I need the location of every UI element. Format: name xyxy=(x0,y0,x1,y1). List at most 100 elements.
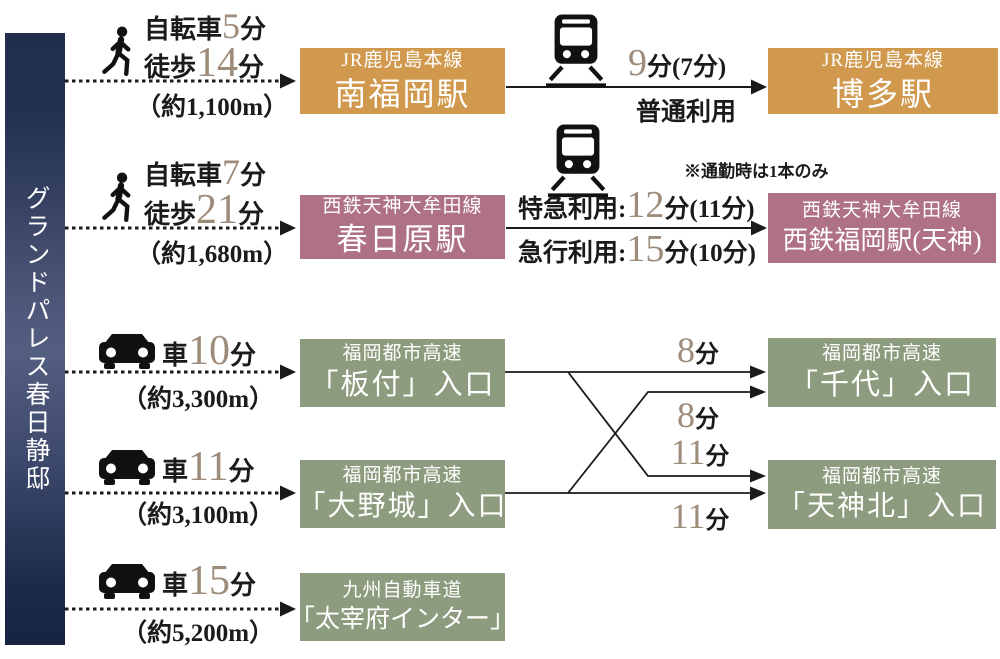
minute-unit: 分 xyxy=(230,571,257,600)
entrance-box-tenjinkita: 福岡都市高速 「天神北」入口 xyxy=(768,460,996,529)
property-name: グランドパレス春日静邸 xyxy=(22,185,49,493)
arrowhead xyxy=(280,364,296,380)
bike-minutes: 5 xyxy=(222,6,241,46)
arrowhead xyxy=(750,469,766,483)
minute-unit: 分 xyxy=(695,407,719,433)
entrance-box-onojo: 福岡都市高速 「大野城」入口 xyxy=(298,460,506,528)
minute-unit: 分 xyxy=(240,15,267,44)
car-icon xyxy=(99,450,155,485)
walk-label: 徒歩 xyxy=(144,200,197,229)
minute-unit: 分 xyxy=(230,341,257,370)
train-icon xyxy=(546,14,606,88)
entrance-name: 「太宰府インター」 xyxy=(290,605,516,633)
minute-unit: 分 xyxy=(238,53,265,82)
road-name: 九州自動車道 xyxy=(342,579,463,601)
train-icon xyxy=(548,124,608,198)
jr-ride-mode: 普通利用 xyxy=(636,99,737,126)
ride-minutes-note: 分(7分) xyxy=(647,54,727,81)
line-name: JR鹿児島本線 xyxy=(341,49,464,71)
car-minutes: 10 xyxy=(188,328,231,374)
arrowhead xyxy=(751,220,767,236)
hw-line-onojo-chiyo xyxy=(567,391,752,494)
road-name: 福岡都市高速 xyxy=(342,343,463,365)
rapid-minutes: 15 xyxy=(626,228,665,270)
car-label: 車 xyxy=(162,571,189,600)
station-box-minamifukuoka: JR鹿児島本線 南福岡駅 xyxy=(300,48,505,114)
station-box-nishitetsufukuoka: 西鉄天神大牟田線 西鉄福岡駅(天神) xyxy=(768,193,996,263)
hw-minutes: 11 xyxy=(670,496,706,536)
arrowhead xyxy=(751,79,767,95)
minute-unit: 分 xyxy=(705,508,730,534)
entrance-name: 「千代」入口 xyxy=(788,368,975,401)
car-icon xyxy=(99,334,155,369)
jr-walk-distance: （約1,100m） xyxy=(136,94,289,121)
road-name: 福岡都市高速 xyxy=(821,465,942,487)
bike-label: 自転車 xyxy=(144,161,223,190)
express-minutes: 12 xyxy=(626,184,665,226)
rapid-label: 急行利用: xyxy=(518,240,627,267)
minute-unit: 分 xyxy=(238,200,265,229)
hw-minutes: 8 xyxy=(677,330,695,370)
hw-minutes: 11 xyxy=(670,432,706,472)
entrance-box-itazuke: 福岡都市高速 「板付」入口 xyxy=(300,339,505,407)
line-name: 西鉄天神大牟田線 xyxy=(801,200,962,222)
arrowhead xyxy=(280,73,296,89)
entrance-box-chiyo: 福岡都市高速 「千代」入口 xyxy=(768,338,996,407)
station-box-kasugabaru: 西鉄天神大牟田線 春日原駅 xyxy=(300,195,505,259)
express-label: 特急利用: xyxy=(518,196,627,223)
bike-label: 自転車 xyxy=(144,15,223,44)
car-distance-onojo: （約3,100m） xyxy=(122,502,275,529)
car-label: 車 xyxy=(162,341,189,370)
car-minutes: 11 xyxy=(188,444,229,490)
line-name: 西鉄天神大牟田線 xyxy=(322,196,483,218)
walk-minutes: 21 xyxy=(196,187,239,233)
arrowhead xyxy=(750,385,766,399)
line-name: JR鹿児島本線 xyxy=(821,49,945,71)
road-name: 福岡都市高速 xyxy=(342,465,463,486)
walk-minutes: 14 xyxy=(196,40,239,86)
walker-icon xyxy=(102,172,131,223)
arrowhead xyxy=(750,486,766,501)
hw-minutes: 8 xyxy=(677,395,695,435)
station-name: 南福岡駅 xyxy=(334,75,471,112)
arrowhead xyxy=(280,220,296,236)
nishitetsu-walk-distance: （約1,680m） xyxy=(136,241,289,268)
entrance-name: 「板付」入口 xyxy=(309,369,496,402)
minute-unit: 分 xyxy=(228,457,255,486)
arrowhead xyxy=(280,485,296,501)
hw-line-itazuke-tenjinkita xyxy=(567,371,752,477)
minute-unit: 分 xyxy=(240,161,267,190)
entrance-box-dazaifu: 九州自動車道 「太宰府インター」 xyxy=(290,573,515,641)
car-distance-dazaifu: （約5,200m） xyxy=(122,620,275,647)
walker-icon xyxy=(102,26,131,77)
arrowhead xyxy=(750,365,766,379)
minute-unit: 分 xyxy=(695,342,719,368)
entrance-name: 「天神北」入口 xyxy=(776,491,987,523)
car-distance-itazuke: （約3,300m） xyxy=(122,386,275,413)
property-banner: グランドパレス春日静邸 xyxy=(5,33,65,645)
car-minutes: 15 xyxy=(188,558,231,604)
station-box-hakata: JR鹿児島本線 博多駅 xyxy=(768,48,998,114)
station-name: 春日原駅 xyxy=(336,222,469,258)
minute-unit: 分 xyxy=(705,444,730,470)
arrowhead xyxy=(280,601,296,617)
ride-minutes: 9 xyxy=(628,42,647,84)
car-label: 車 xyxy=(162,457,189,486)
walk-label: 徒歩 xyxy=(144,53,197,82)
